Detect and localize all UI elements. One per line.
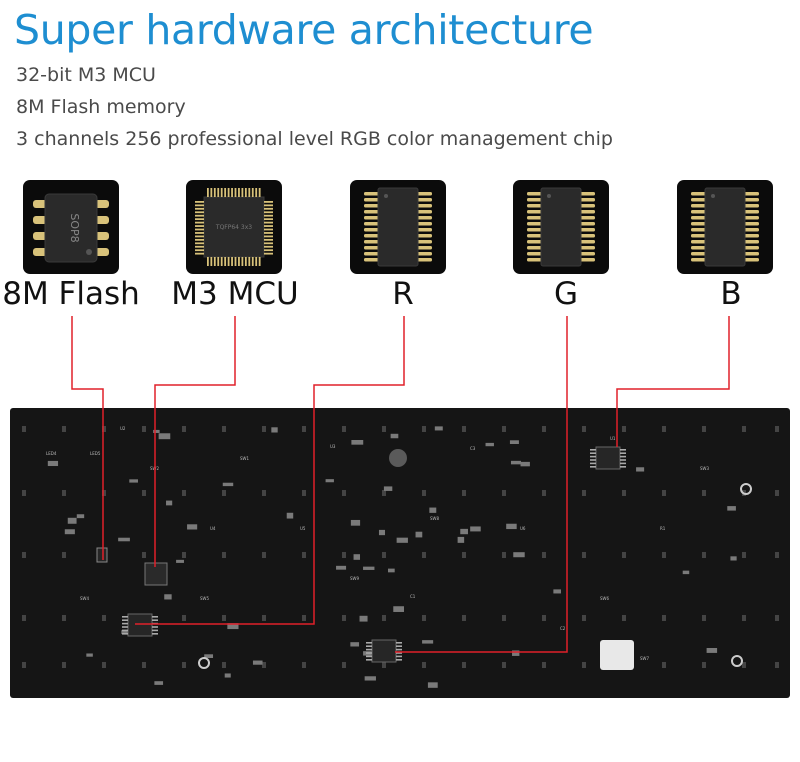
pcb-silkscreen-label: SW6 bbox=[600, 596, 609, 601]
pcb-silkscreen-label: R1 bbox=[660, 526, 666, 531]
pcb-silkscreen-label: U3 bbox=[330, 444, 336, 449]
pcb-silkscreen-label: SW1 bbox=[240, 456, 249, 461]
pcb-silkscreen-label: SW7 bbox=[640, 656, 649, 661]
connector-lines bbox=[71, 316, 730, 653]
pcb-silkscreen-label: LED5 bbox=[90, 451, 101, 456]
spec-mcu: 32-bit M3 MCU bbox=[16, 64, 156, 86]
pcb-stab-hole bbox=[731, 655, 743, 667]
label-b: B bbox=[720, 276, 742, 312]
label-flash: 8M Flash bbox=[2, 276, 140, 312]
pcb-silkscreen-label: C2 bbox=[560, 626, 566, 631]
pcb-silkscreen-label: U6 bbox=[520, 526, 526, 531]
label-mcu: M3 MCU bbox=[171, 276, 299, 312]
b-driver-chip-icon bbox=[677, 180, 773, 274]
pcb-silkscreen-label: U1 bbox=[610, 436, 616, 441]
sop8-package-text: SOP8 bbox=[68, 213, 81, 242]
pcb-mount-hole bbox=[389, 449, 407, 467]
pcb-silkscreen-label: SW3 bbox=[700, 466, 709, 471]
tqfp-chip-icon: TQFP64 3x3 bbox=[186, 180, 282, 274]
pcb-stab-hole bbox=[198, 657, 210, 669]
pcb-silkscreen-label: U5 bbox=[300, 526, 306, 531]
spec-rgb: 3 channels 256 professional level RGB co… bbox=[16, 128, 613, 150]
pcb-board bbox=[10, 408, 790, 698]
flash-connector-line bbox=[71, 316, 104, 560]
mcu-connector-line bbox=[154, 316, 236, 567]
r-connector-line bbox=[135, 316, 405, 625]
pcb-silkscreen-label: U4 bbox=[210, 526, 216, 531]
pcb-stab-hole bbox=[740, 483, 752, 495]
tqfp-package-text: TQFP64 3x3 bbox=[215, 224, 252, 231]
pcb-silkscreen-label: C1 bbox=[410, 594, 416, 599]
r-driver-chip-icon bbox=[350, 180, 446, 274]
page-title: Super hardware architecture bbox=[14, 6, 594, 54]
pcb-mcu bbox=[144, 562, 168, 586]
spec-flash: 8M Flash memory bbox=[16, 96, 186, 118]
pcb-silkscreen-label: SW4 bbox=[80, 596, 89, 601]
label-g: G bbox=[553, 276, 579, 312]
b-connector-line bbox=[616, 316, 730, 447]
g-connector-line bbox=[395, 316, 568, 653]
pcb-silkscreen-label: C3 bbox=[470, 446, 476, 451]
pcb-silkscreen-label: U2 bbox=[120, 426, 126, 431]
pcb-silkscreen-label: LED4 bbox=[46, 451, 57, 456]
label-r: R bbox=[392, 276, 414, 312]
sop8-chip-icon: SOP8 bbox=[23, 180, 119, 274]
g-driver-chip-icon bbox=[513, 180, 609, 274]
pcb-bluetooth-module bbox=[600, 640, 634, 670]
pcb-silkscreen-label: SW9 bbox=[350, 576, 359, 581]
pcb-silkscreen-label: SW5 bbox=[200, 596, 209, 601]
pcb-silkscreen-label: SW8 bbox=[430, 516, 439, 521]
